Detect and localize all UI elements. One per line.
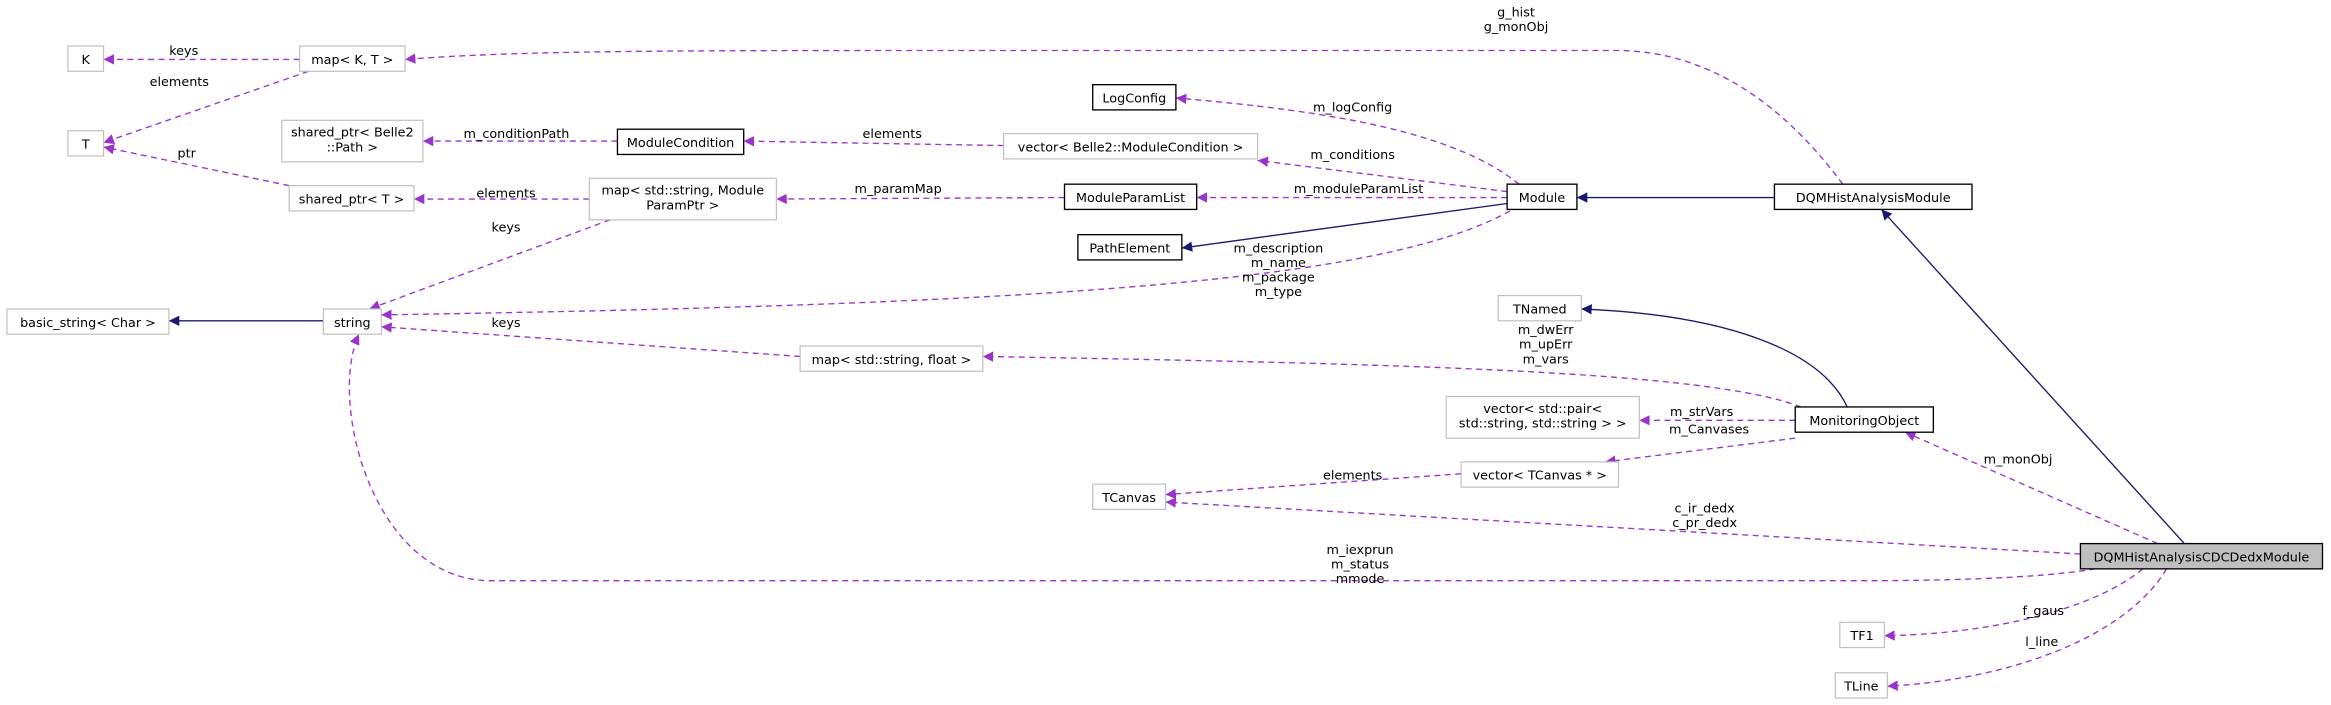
node-map-k-t[interactable]: map< K, T > [299, 45, 406, 72]
node-vector-pair[interactable]: vector< std::pair<std::string, std::stri… [1445, 395, 1640, 439]
node-vector-tcanvas[interactable]: vector< TCanvas * > [1460, 461, 1620, 488]
node-label: ModuleCondition [627, 136, 734, 151]
node-tnamed[interactable]: TNamed [1497, 294, 1582, 322]
edge-module-to-logconfig [1175, 93, 1520, 185]
node-tf1[interactable]: TF1 [1839, 621, 1885, 649]
node-path-element[interactable]: PathElement [1077, 233, 1183, 261]
edge-label: elements [150, 75, 210, 90]
node-label: vector< Belle2::ModuleCondition > [1018, 140, 1244, 155]
node-label: shared_ptr< T > [299, 192, 405, 207]
edge-shared-ptr-t-to-t [103, 144, 290, 187]
edge-label: elements [1323, 469, 1383, 484]
node-string[interactable]: string [322, 308, 382, 335]
node-label: TNamed [1512, 302, 1567, 317]
edge-label: m_logConfig [1313, 100, 1392, 115]
node-label: string [334, 316, 371, 331]
node-label: vector< TCanvas * > [1473, 469, 1607, 484]
edge-label: keys [169, 44, 198, 59]
node-label: map< K, T > [311, 53, 393, 68]
edge-monobj-to-tnamed [1581, 304, 1848, 408]
node-dqm-hist-analysis-cdc-dedx-module[interactable]: DQMHistAnalysisCDCDedxModule [2079, 542, 2324, 570]
node-label: MonitoringObject [1809, 414, 1919, 429]
edge-cdc-to-tf1 [1884, 568, 2144, 641]
nodes: K map< K, T > T shared_ptr< Belle2::Path… [6, 45, 2324, 699]
node-label: DQMHistAnalysisModule [1796, 191, 1951, 206]
edge-label: ptr [178, 146, 197, 161]
edge-label: l_line [2025, 635, 2058, 650]
edge-labels: keys elements ptr m_conditionPath elemen… [150, 5, 2065, 650]
node-log-config[interactable]: LogConfig [1092, 83, 1177, 111]
edge-label: m_monObj [1984, 452, 2053, 467]
edge-vector-tcanvas-to-tcanvas [1165, 473, 1462, 500]
node-shared-ptr-t[interactable]: shared_ptr< T > [288, 185, 415, 212]
node-shared-ptr-path[interactable]: shared_ptr< Belle2::Path > [281, 119, 424, 163]
edge-dqm-to-map-kt [405, 49, 1844, 185]
node-module-condition[interactable]: ModuleCondition [616, 128, 745, 156]
node-label: K [82, 53, 91, 68]
edge-label: elements [863, 127, 923, 142]
node-label: ModuleParamList [1076, 191, 1185, 206]
edge-label: m_conditions [1310, 148, 1395, 163]
node-label: TCanvas [1101, 491, 1156, 506]
edge-monobj-to-vector-tcanvas [1605, 437, 1796, 466]
node-label: DQMHistAnalysisCDCDedxModule [2094, 550, 2310, 565]
node-t[interactable]: T [67, 130, 105, 157]
edge-label: m_moduleParamList [1294, 182, 1423, 197]
node-label: LogConfig [1102, 91, 1166, 106]
node-label: shared_ptr< Belle2::Path > [291, 126, 414, 156]
node-label: map< std::string, float > [812, 353, 972, 368]
edge-map-kt-to-t [103, 70, 309, 145]
node-label: PathElement [1089, 241, 1170, 256]
edge-monobj-to-map-float [982, 351, 1802, 408]
edges [103, 49, 2185, 691]
edge-module-to-string [381, 210, 1511, 320]
node-label: vector< std::pair<std::string, std::stri… [1459, 402, 1627, 432]
node-tline[interactable]: TLine [1834, 672, 1888, 699]
edge-map-param-to-string [369, 219, 611, 311]
edge-label: m_paramMap [855, 182, 942, 197]
node-map-string-float[interactable]: map< std::string, float > [799, 345, 984, 372]
node-module[interactable]: Module [1506, 183, 1578, 211]
node-dqm-hist-analysis-module[interactable]: DQMHistAnalysisModule [1773, 183, 1973, 211]
node-label: TLine [1843, 680, 1879, 695]
node-vector-module-condition[interactable]: vector< Belle2::ModuleCondition > [1003, 133, 1259, 160]
edge-label: keys [492, 221, 521, 236]
edge-label: keys [492, 316, 521, 331]
node-label: basic_string< Char > [20, 316, 156, 331]
node-monitoring-object[interactable]: MonitoringObject [1794, 406, 1935, 433]
node-label: TF1 [1849, 629, 1873, 644]
edge-label: f_gaus [2022, 604, 2064, 619]
edge-cdc-to-tline [1887, 568, 2168, 691]
edge-cdc-to-tcanvas [1165, 497, 2081, 555]
edge-label: m_Canvases [1669, 423, 1750, 438]
edge-cdc-to-monobj [1904, 431, 2158, 545]
edge-cdc-to-dqm [1880, 208, 2185, 545]
edge-cdc-to-string [348, 333, 2096, 582]
node-k[interactable]: K [67, 45, 105, 72]
node-module-param-list[interactable]: ModuleParamList [1063, 183, 1198, 211]
node-label: Module [1519, 191, 1566, 206]
edge-module-to-pathelement [1181, 202, 1508, 252]
node-basic-string[interactable]: basic_string< Char > [6, 308, 170, 335]
edge-map-float-to-string [381, 322, 801, 358]
edge-paramlist-to-map-param [776, 193, 1065, 205]
edge-module-to-vector-modcond [1257, 156, 1508, 193]
node-label: T [81, 138, 90, 153]
node-tcanvas[interactable]: TCanvas [1092, 483, 1167, 511]
edge-label: elements [476, 187, 536, 202]
edge-label: m_conditionPath [464, 127, 570, 142]
edge-label: m_strVars [1670, 405, 1734, 420]
edge-vector-modcond-to-modcond [743, 136, 1004, 147]
